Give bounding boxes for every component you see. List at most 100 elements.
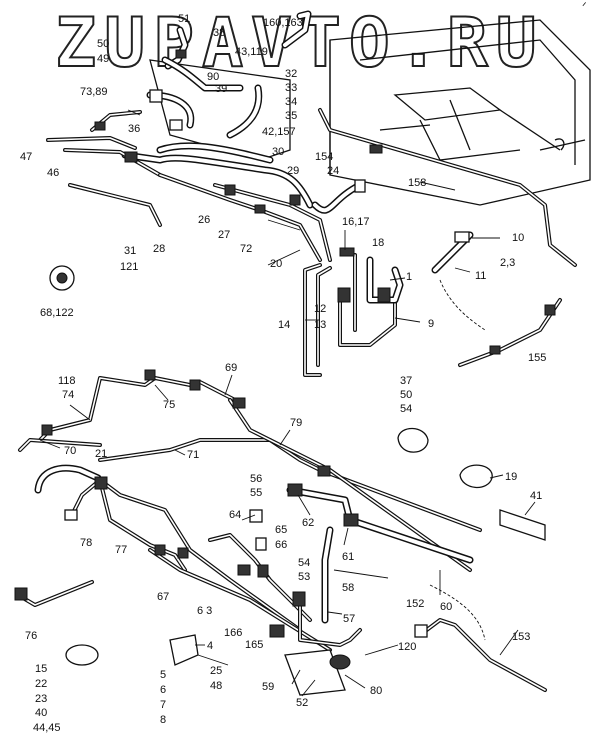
part-label: 52 [296,697,308,709]
part-label: 44,45 [33,722,61,734]
part-label: 29 [287,165,299,177]
part-label: 57 [343,613,355,625]
part-label: 160,163 [263,17,303,29]
part-label: 9 [428,318,434,330]
part-label: 56 [250,473,262,485]
part-label: 41 [530,490,542,502]
part-label: 6 3 [197,605,212,617]
part-label: 75 [163,399,175,411]
part-label: 66 [275,539,287,551]
part-label: 30 [272,146,284,158]
part-label: 32 [285,68,297,80]
part-label: 58 [342,582,354,594]
part-label: 4 [207,640,213,652]
part-label: 76 [25,630,37,642]
corner-mark: ᐟ [582,1,587,13]
lower-pipe-assembly [14,369,547,696]
part-label: 28 [153,243,165,255]
part-label: 22 [35,678,47,690]
part-label: 15 [35,663,47,675]
vehicle-body-outline [329,19,591,206]
part-label: 24 [327,165,339,177]
part-label: 153 [512,631,530,643]
part-label: 48 [210,680,222,692]
part-label: 34 [285,96,297,108]
part-label: 74 [62,389,74,401]
part-label: 53 [298,571,310,583]
part-label: 71 [187,449,199,461]
part-label: 7 [160,699,166,711]
part-label: 68,122 [40,307,74,319]
part-label: 36 [128,123,140,135]
part-label: 65 [275,524,287,536]
part-label: 38 [213,27,225,39]
part-label: 23 [35,693,47,705]
part-label: 12 [314,303,326,315]
part-label: 16,17 [342,216,370,228]
part-label: 10 [512,232,524,244]
part-label: 31 [124,245,136,257]
part-labels: 51 160,163 50 49 38 43,119 90 39 32 33 3… [20,13,546,734]
part-label: 55 [250,487,262,499]
watermark: ZUPAVTO.RU [54,3,545,84]
part-label: 35 [285,110,297,122]
part-label: 19 [505,471,517,483]
part-label: 33 [285,82,297,94]
part-label: 80 [370,685,382,697]
part-label: 6 [160,684,166,696]
part-label: 40 [35,707,47,719]
part-label: 158 [408,177,426,189]
part-label: 20 [270,258,282,270]
part-label: 39 [215,83,227,95]
part-label: 155 [528,352,546,364]
part-label: 90 [207,71,219,83]
part-label: 61 [342,551,354,563]
part-label: 50 [400,389,412,401]
part-label: 54 [298,557,310,569]
part-label: 50 [97,38,109,50]
part-label: 69 [225,362,237,374]
part-label: 54 [400,403,412,415]
part-label: 121 [120,261,138,273]
part-label: 120 [398,641,416,653]
part-label: 46 [47,167,59,179]
part-label: 18 [372,237,384,249]
part-label: 59 [262,681,274,693]
part-label: 165 [245,639,263,651]
part-label: 27 [218,229,230,241]
part-label: 60 [440,601,452,613]
part-label: 72 [240,243,252,255]
part-label: 8 [160,714,166,726]
part-label: 26 [198,214,210,226]
part-label: 51 [178,13,190,25]
part-label: 49 [97,53,109,65]
part-label: 25 [210,665,222,677]
part-label: 118 [58,375,76,387]
part-label: 21 [95,448,107,460]
part-label: 79 [290,417,302,429]
upper-pipe-assembly [46,10,577,377]
part-label: 43,119 [235,46,268,58]
part-label: 154 [315,151,333,163]
part-label: 2,3 [500,257,515,269]
part-label: 77 [115,544,127,556]
part-label: 14 [278,319,290,331]
part-label: 152 [406,598,424,610]
part-label: 13 [314,319,326,331]
part-label: 37 [400,375,412,387]
part-label: 70 [64,445,76,457]
part-label: 166 [224,627,242,639]
part-label: 67 [157,591,169,603]
part-label: 78 [80,537,92,549]
part-label: 47 [20,151,32,163]
leader-lines [39,109,536,697]
part-label: 11 [475,270,486,282]
part-label: 1 [406,271,412,283]
part-label: 42,157 [262,126,296,138]
part-label: 64 [229,509,241,521]
part-label: 5 [160,669,166,681]
part-label: 62 [302,517,314,529]
part-label: 73,89 [80,86,108,98]
